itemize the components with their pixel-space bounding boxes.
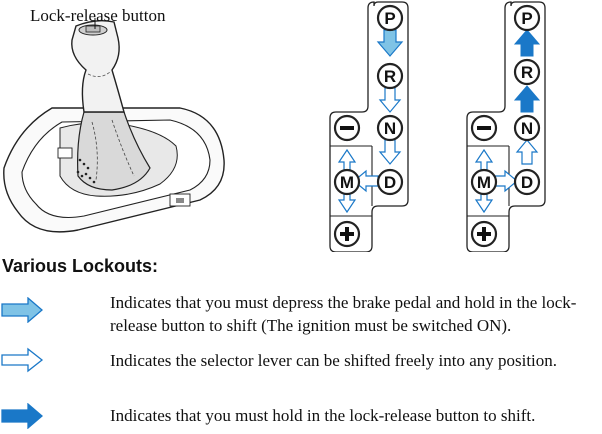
position-p-label: P <box>384 9 395 28</box>
arrow-m-to-d-free <box>494 169 518 193</box>
arrow-d-to-n-free <box>515 139 539 165</box>
position-d-circle <box>376 168 404 196</box>
position-n-circle <box>513 114 541 142</box>
shift-gate-brake-release: P R N D M <box>329 1 409 252</box>
arrow-p-to-r-brake <box>376 29 404 57</box>
minus-symbol <box>477 126 491 130</box>
position-m-label: M <box>477 173 491 192</box>
position-n-label: N <box>384 119 396 138</box>
legend-item-free-shift: Indicates the selector lever can be shif… <box>110 351 558 370</box>
position-m-circle <box>470 168 498 196</box>
dark-blue-arrow-icon <box>1 403 43 429</box>
light-blue-arrow-icon <box>1 297 43 323</box>
arrow-d-to-m-free <box>353 169 379 193</box>
position-r-circle <box>376 62 404 90</box>
position-d-label: D <box>384 173 396 192</box>
arrow-m-up-free <box>474 148 494 171</box>
gate-outline <box>466 1 546 252</box>
plus-symbol-v <box>482 227 486 241</box>
position-p-circle <box>376 4 404 32</box>
position-d-circle <box>513 168 541 196</box>
outline-arrow-icon <box>1 347 44 373</box>
position-m-label: M <box>340 173 354 192</box>
arrow-m-down-free <box>474 191 494 214</box>
position-p-circle <box>513 4 541 32</box>
arrow-m-up-free <box>337 148 357 171</box>
arrow-r-to-p-lock <box>513 29 541 57</box>
legend-heading: Various Lockouts: <box>2 256 159 276</box>
position-r-circle <box>513 58 541 86</box>
arrow-r-to-n-free <box>378 87 402 113</box>
position-p-label: P <box>521 9 532 28</box>
arrow-n-to-r-lock <box>513 85 541 113</box>
position-n-label: N <box>521 119 533 138</box>
position-r-label: R <box>521 63 533 82</box>
position-r-label: R <box>384 67 396 86</box>
shift-gate-lock-release: P R N D M <box>466 1 546 252</box>
legend-item-brake-and-lock-release: Indicates that you must depress the brak… <box>110 293 577 335</box>
lock-release-callout-label: Lock-release button <box>30 6 166 25</box>
plus-symbol-v <box>345 227 349 241</box>
arrow-m-down-free <box>337 191 357 214</box>
minus-symbol <box>340 126 354 130</box>
position-d-label: D <box>521 173 533 192</box>
position-n-circle <box>376 114 404 142</box>
gate-outline <box>329 1 409 252</box>
gear-lever-illustration <box>3 18 225 233</box>
position-m-circle <box>333 168 361 196</box>
legend-item-lock-release-only: Indicates that you must hold in the lock… <box>110 406 536 425</box>
arrow-n-to-d-free <box>378 139 402 165</box>
